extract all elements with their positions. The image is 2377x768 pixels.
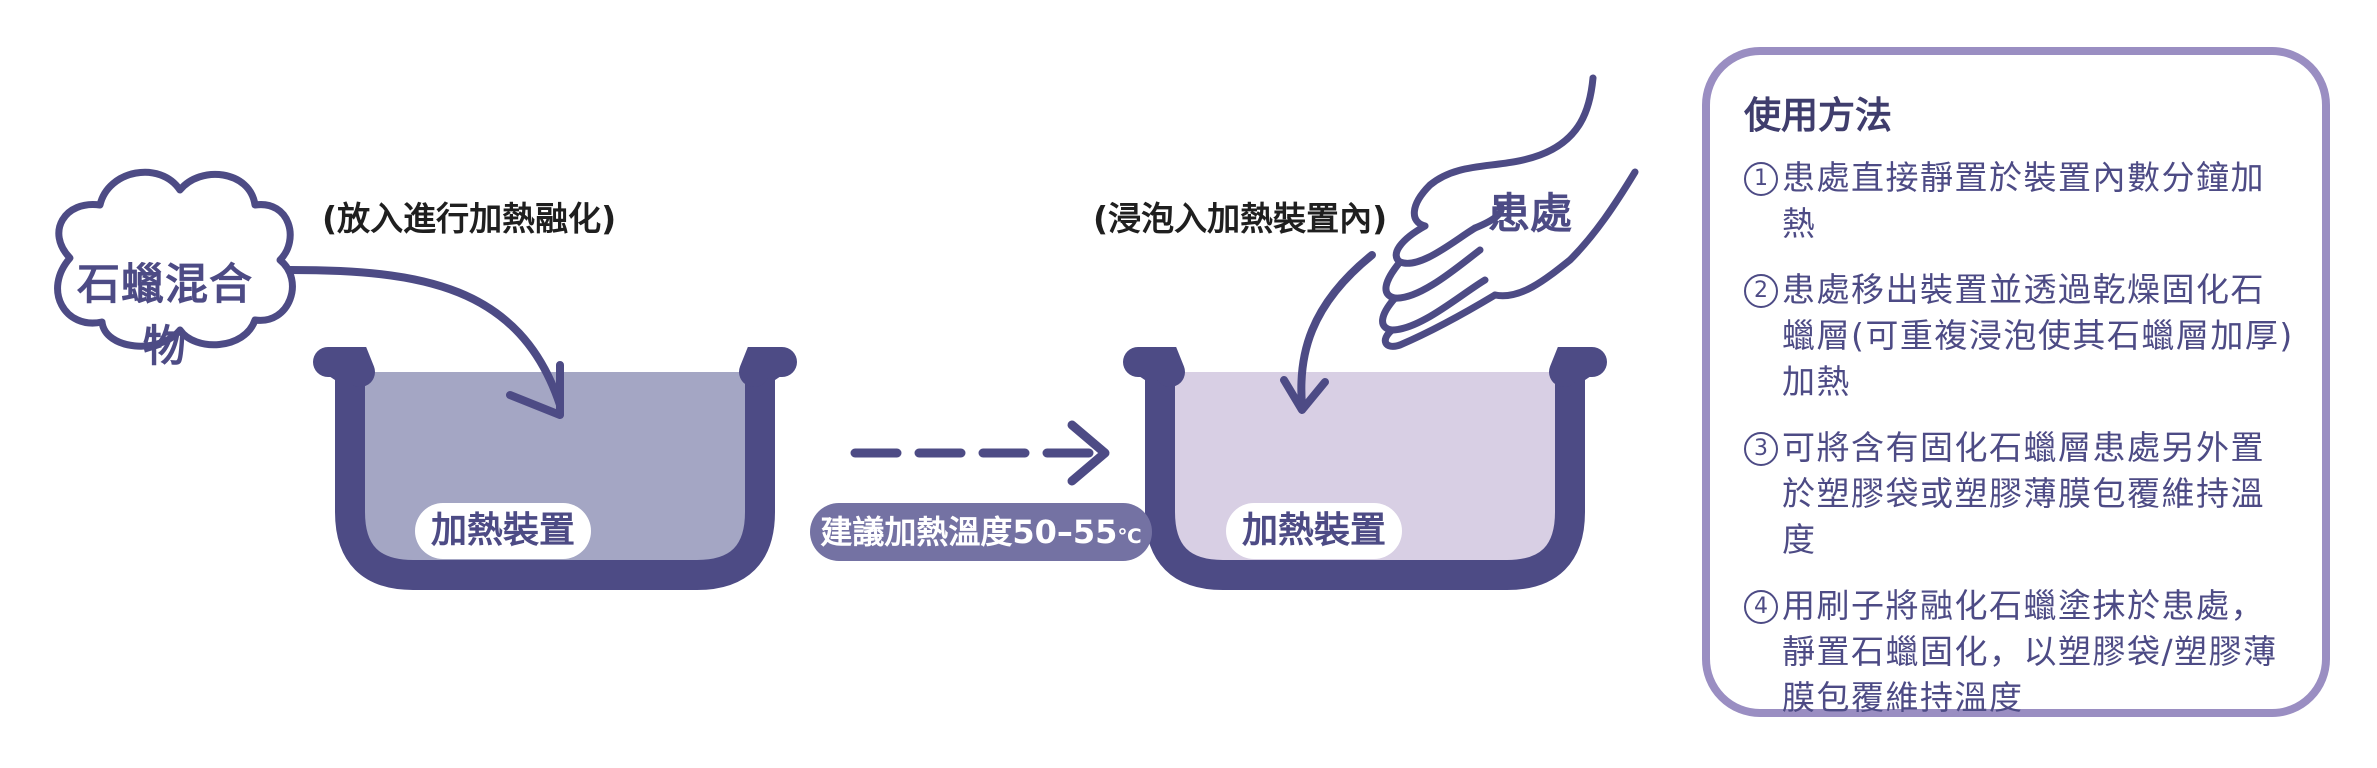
instruction-step: 4 用刷子將融化石蠟塗抹於患處，靜置石蠟固化，以塑膠袋/塑膠薄膜包覆維持溫度 bbox=[1744, 583, 2296, 721]
cloud-bubble bbox=[54, 168, 296, 350]
temperature-unit: ℃ bbox=[1117, 524, 1142, 548]
step-text: 患處直接靜置於裝置內數分鐘加熱 bbox=[1782, 158, 2265, 243]
hand-icon bbox=[1379, 74, 1639, 350]
instructions-title: 使用方法 bbox=[1744, 94, 1892, 137]
instructions-panel: 使用方法 1 患處直接靜置於裝置內數分鐘加熱 2 患處移出裝置並透過乾燥固化石蠟… bbox=[1702, 47, 2330, 717]
instruction-step: 2 患處移出裝置並透過乾燥固化石蠟層(可重複浸泡使其石蠟層加厚)加熱 bbox=[1744, 267, 2296, 405]
dashed-arrow bbox=[850, 420, 1110, 486]
step-number-badge: 1 bbox=[1744, 162, 1778, 196]
step-number-badge: 2 bbox=[1744, 274, 1778, 308]
instruction-step: 1 患處直接靜置於裝置內數分鐘加熱 bbox=[1744, 155, 2296, 247]
step-note-dip: (浸泡入加熱裝置內) bbox=[1093, 199, 1388, 238]
step-text: 可將含有固化石蠟層患處另外置於塑膠袋或塑膠薄膜包覆維持溫度 bbox=[1782, 428, 2265, 559]
step-text: 患處移出裝置並透過乾燥固化石蠟層(可重複浸泡使其石蠟層加厚)加熱 bbox=[1782, 270, 2294, 401]
curved-arrow-into-right-pot bbox=[1280, 251, 1376, 414]
temperature-text: 建議加熱溫度50–55 bbox=[820, 513, 1118, 551]
temperature-badge: 建議加熱溫度50–55℃ bbox=[810, 503, 1152, 561]
affected-area-label: 患處 bbox=[1488, 189, 1573, 238]
step-number-badge: 4 bbox=[1744, 590, 1778, 624]
curved-arrow-into-left-pot bbox=[286, 266, 564, 419]
heating-device-label-left: 加熱裝置 bbox=[415, 503, 591, 559]
heating-device-label-right: 加熱裝置 bbox=[1226, 503, 1402, 559]
instruction-step: 3 可將含有固化石蠟層患處另外置於塑膠袋或塑膠薄膜包覆維持溫度 bbox=[1744, 425, 2296, 563]
step-number-badge: 3 bbox=[1744, 432, 1778, 466]
step-text: 用刷子將融化石蠟塗抹於患處，靜置石蠟固化，以塑膠袋/塑膠薄膜包覆維持溫度 bbox=[1782, 586, 2278, 717]
paraffin-mixture-label: 石蠟混合物 bbox=[77, 260, 253, 372]
step-note-melt: (放入進行加熱融化) bbox=[322, 199, 617, 238]
